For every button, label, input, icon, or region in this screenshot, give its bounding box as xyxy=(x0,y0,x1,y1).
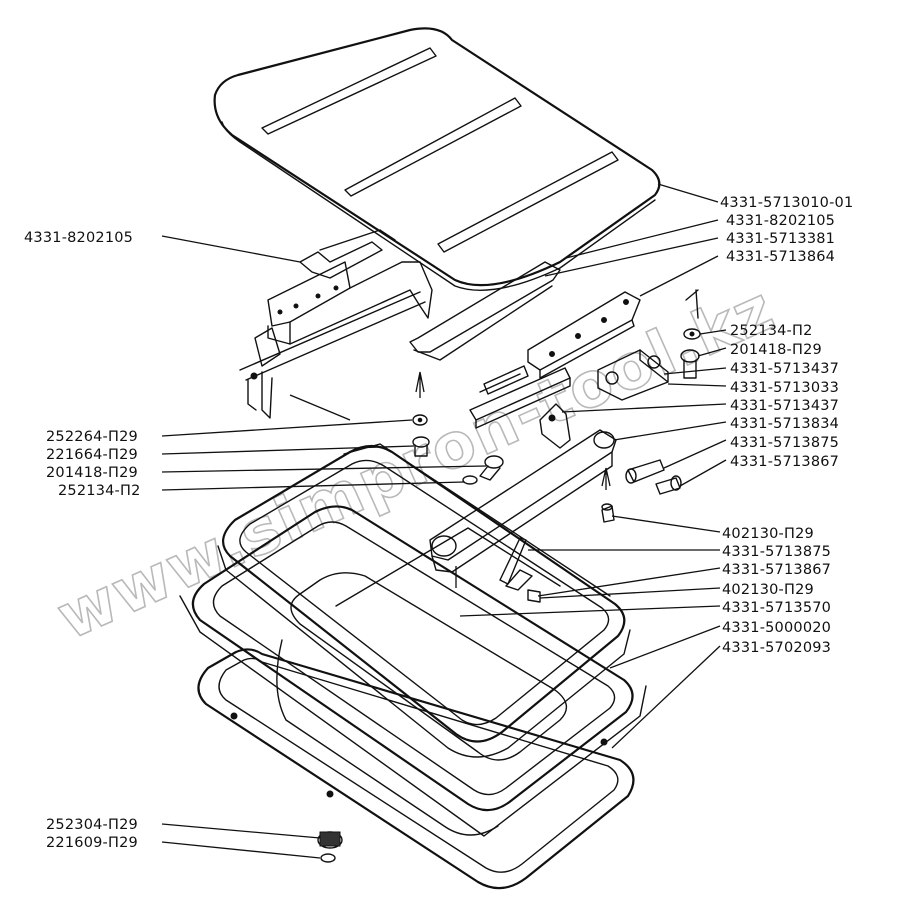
pin-right-group xyxy=(601,459,682,523)
label-4331-5713867-a: 4331-5713867 xyxy=(730,454,839,470)
inner-frame xyxy=(217,443,631,758)
lid-link-rod xyxy=(409,261,561,361)
watermark-text: www.simpron-tool.kz xyxy=(46,271,785,654)
leader-lines xyxy=(161,183,727,859)
label-252304-p29: 252304-П29 xyxy=(46,817,138,833)
spring-left xyxy=(469,365,571,429)
label-402130-p29-a: 402130-П29 xyxy=(722,526,814,542)
part-labels: 4331-8202105 4331-5713010-01 4331-820210… xyxy=(24,195,853,851)
label-4331-5713010-01: 4331-5713010-01 xyxy=(720,195,853,211)
label-4331-5713875-b: 4331-5713875 xyxy=(722,544,831,560)
label-4331-5713381: 4331-5713381 xyxy=(726,231,835,247)
label-4331-5713033: 4331-5713033 xyxy=(730,380,839,396)
label-201418-p29-right: 201418-П29 xyxy=(730,342,822,358)
left-hinge-bracket xyxy=(239,229,433,419)
label-201418-p29-left: 201418-П29 xyxy=(46,465,138,481)
label-221664-p29: 221664-П29 xyxy=(46,447,138,463)
label-4331-5713875-a: 4331-5713875 xyxy=(730,435,839,451)
label-4331-5000020: 4331-5000020 xyxy=(722,620,831,636)
label-4331-8202105-left: 4331-8202105 xyxy=(24,230,133,246)
label-252134-p2-left: 252134-П2 xyxy=(58,483,141,499)
label-252134-p2-right: 252134-П2 xyxy=(730,323,813,339)
label-4331-5713864: 4331-5713864 xyxy=(726,249,835,265)
label-4331-5713834: 4331-5713834 xyxy=(730,416,839,432)
label-402130-p29-b: 402130-П29 xyxy=(722,582,814,598)
right-hinge-plate xyxy=(527,291,641,379)
hatch-lid xyxy=(213,27,661,291)
label-221609-p29: 221609-П29 xyxy=(46,835,138,851)
middle-frame xyxy=(179,505,647,837)
label-252264-p29: 252264-П29 xyxy=(46,429,138,445)
label-4331-5713437-a: 4331-5713437 xyxy=(730,361,839,377)
label-4331-5713570: 4331-5713570 xyxy=(722,600,831,616)
hinge-arm-right xyxy=(597,349,669,401)
label-4331-8202105-right: 4331-8202105 xyxy=(726,213,835,229)
label-4331-5713437-b: 4331-5713437 xyxy=(730,398,839,414)
bottom-bolt xyxy=(317,831,343,863)
label-4331-5702093: 4331-5702093 xyxy=(722,640,831,656)
bottom-gasket-frame xyxy=(197,648,635,890)
label-4331-5713867-b: 4331-5713867 xyxy=(722,562,831,578)
screw-set-left xyxy=(412,414,504,485)
